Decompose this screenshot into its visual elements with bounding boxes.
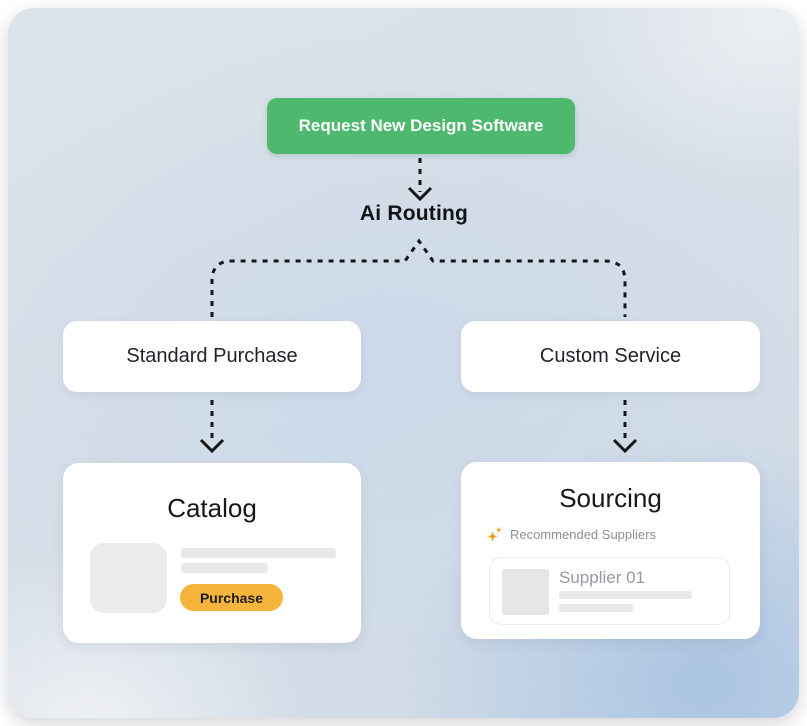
branch-standard-purchase: Standard Purchase [63,321,361,392]
ai-routing-label: Ai Routing [359,202,469,225]
supplier-logo-placeholder [502,569,549,615]
sourcing-title: Sourcing [559,483,662,513]
arrow-left-branch-head [199,438,225,454]
catalog-skeleton-line [181,563,268,573]
branch-connector-path [210,238,627,317]
supplier-skeleton-line [559,591,692,599]
catalog-skeleton-line [181,548,336,558]
sourcing-card: Sourcing Recommended Suppliers Supplier … [461,462,760,639]
sparkle-icon [487,526,502,542]
purchase-button[interactable]: Purchase [180,584,283,611]
supplier-card: Supplier 01 [489,557,730,625]
catalog-item-image-placeholder [90,543,167,613]
branch-standard-purchase-label: Standard Purchase [126,345,298,367]
recommended-suppliers-label: Recommended Suppliers [510,526,656,542]
supplier-skeleton-line [559,604,633,612]
request-new-design-software-button[interactable]: Request New Design Software [267,98,575,154]
arrow-root-to-router-head [407,186,433,202]
arrow-right-branch-head [612,438,638,454]
catalog-title: Catalog [167,493,257,523]
branch-custom-service: Custom Service [461,321,760,392]
diagram-panel: Request New Design Software Ai Routing S… [8,8,799,718]
branch-custom-service-label: Custom Service [539,345,682,367]
recommended-suppliers-row: Recommended Suppliers [487,526,656,542]
supplier-name: Supplier 01 [559,568,646,587]
catalog-card: Catalog Purchase [63,463,361,643]
